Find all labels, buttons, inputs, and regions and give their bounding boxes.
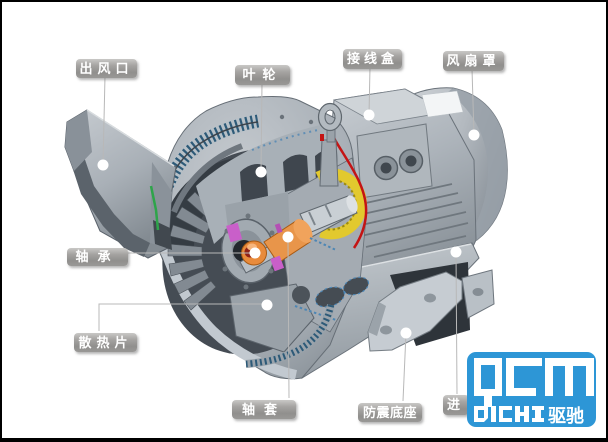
svg-text:驱驰: 驱驰 xyxy=(548,405,584,426)
